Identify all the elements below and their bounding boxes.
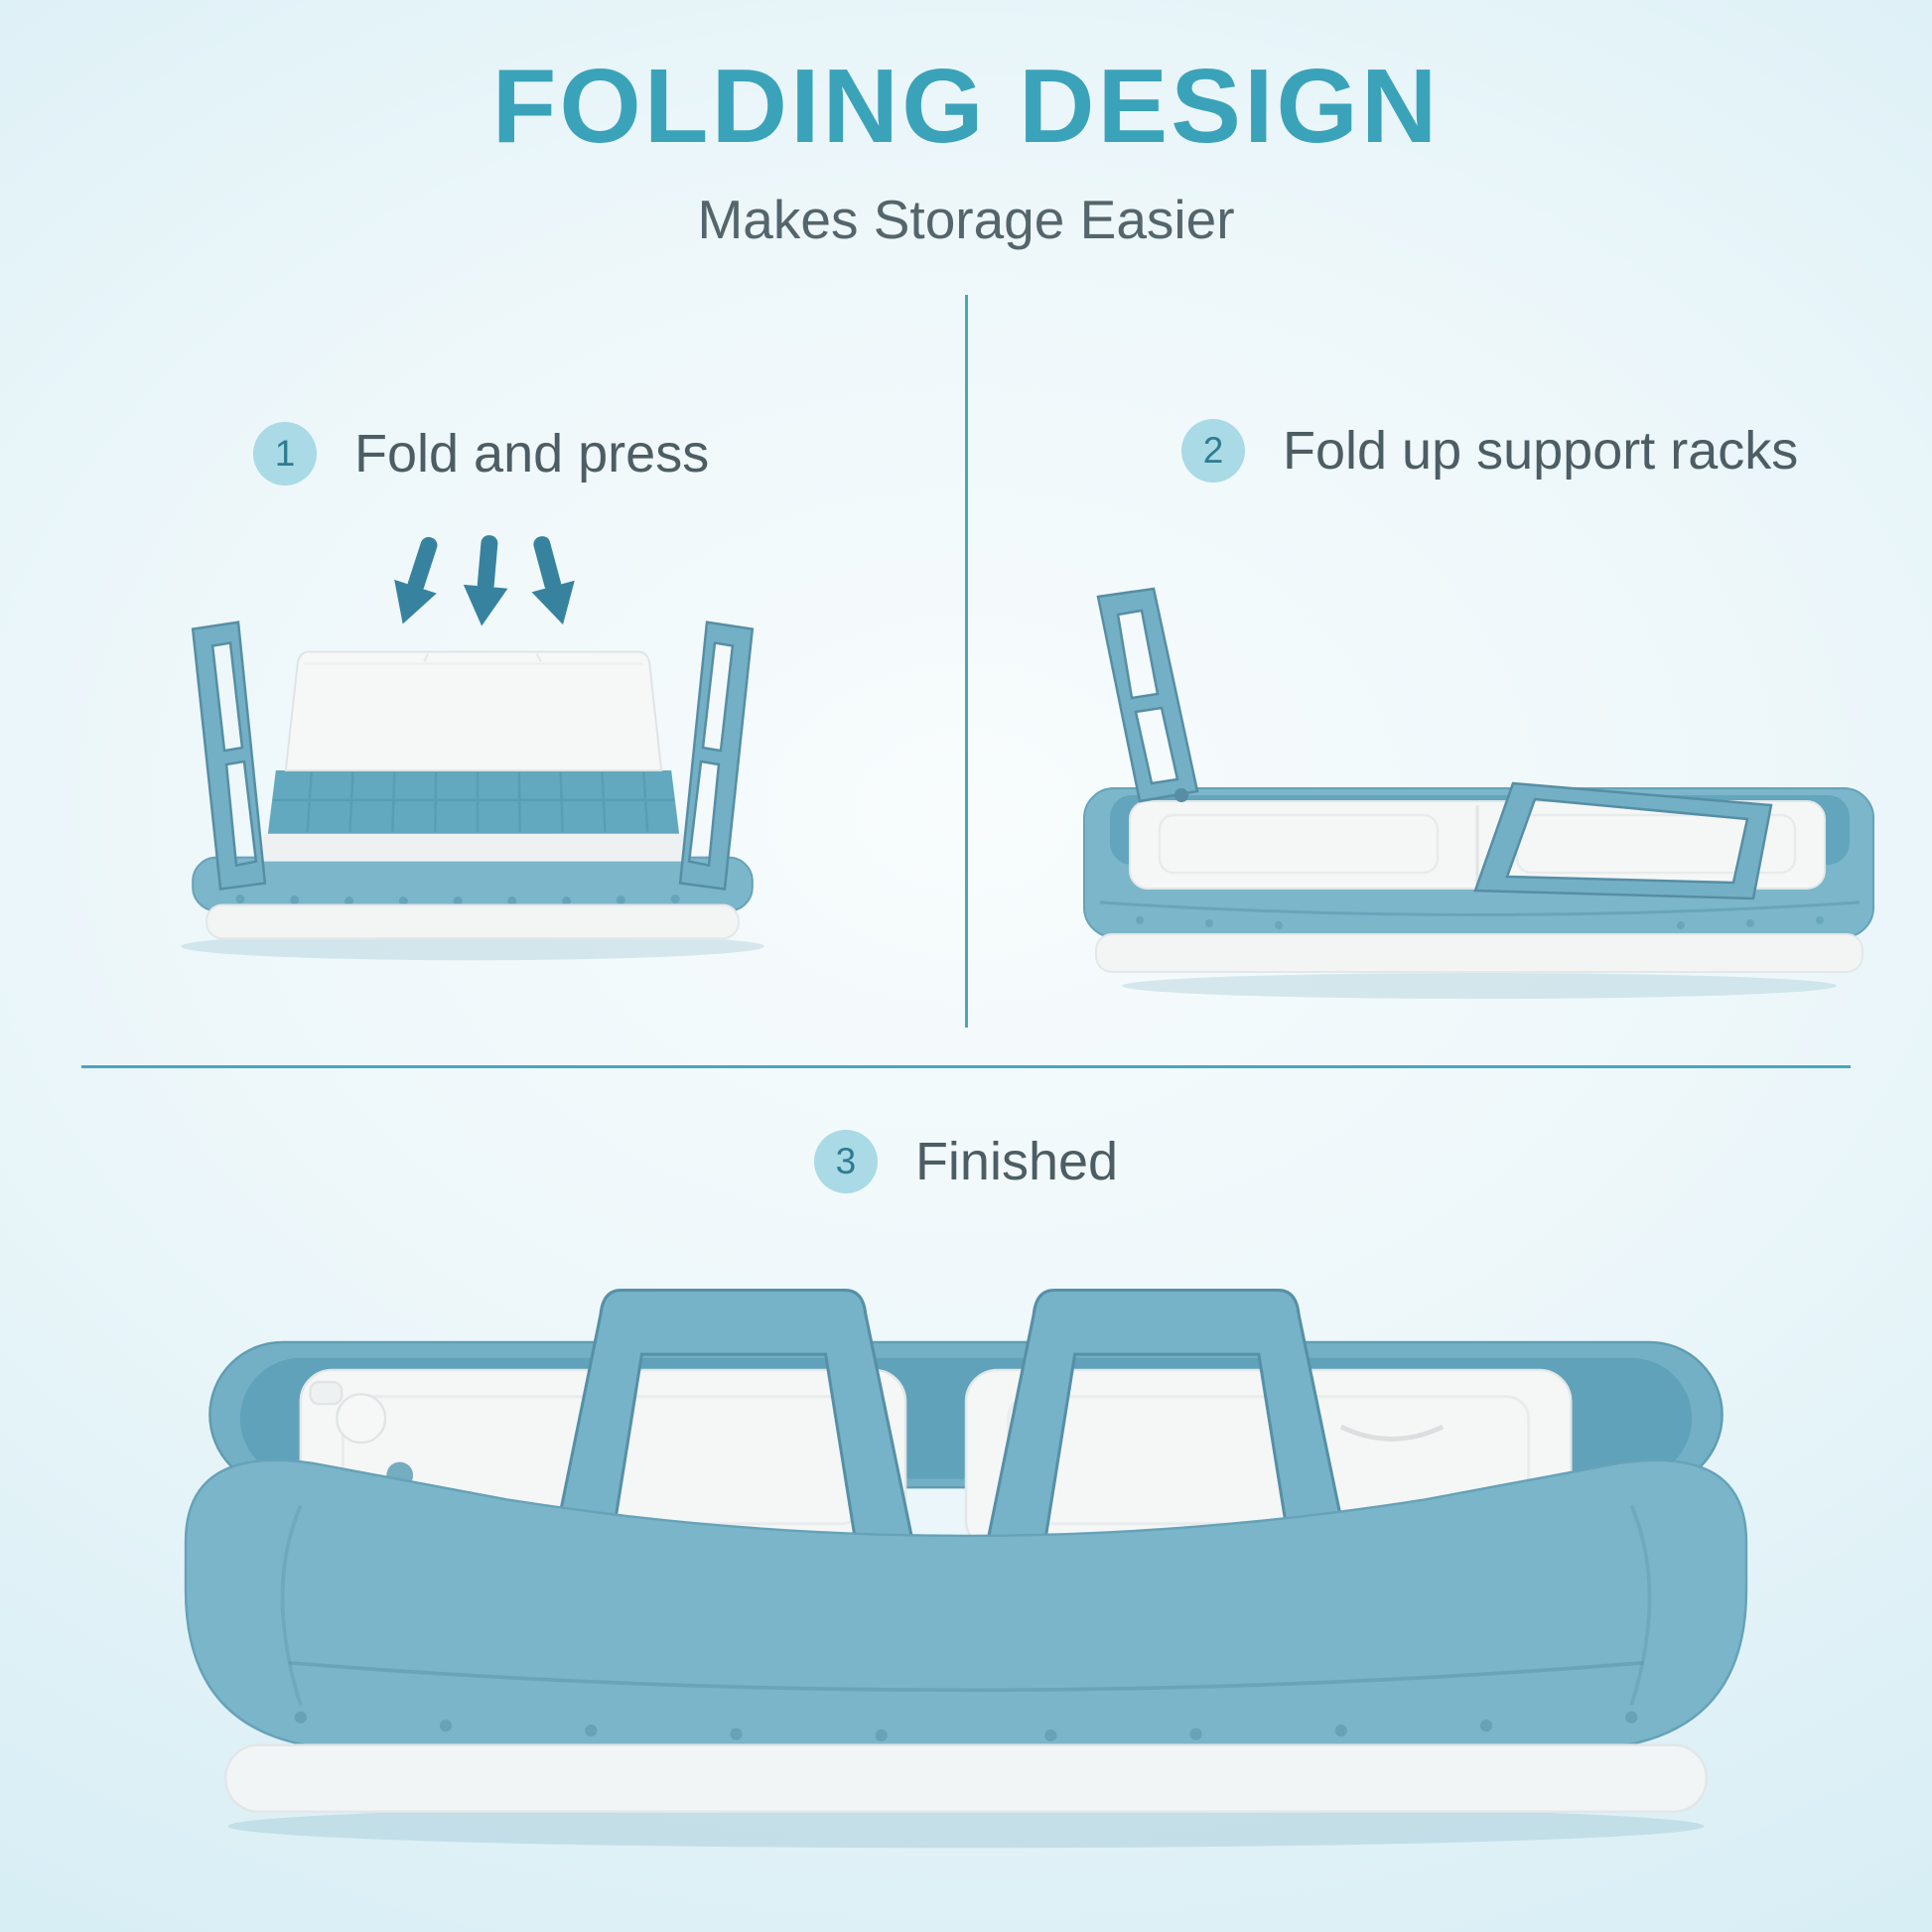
tub-lower-band bbox=[259, 834, 688, 862]
shadow bbox=[181, 932, 764, 961]
step-3-header: 3 Finished bbox=[813, 1130, 1119, 1194]
step-2-product-image bbox=[1083, 587, 1874, 1000]
tub-base bbox=[192, 856, 754, 912]
vertical-divider bbox=[965, 295, 968, 1029]
shadow bbox=[1122, 973, 1837, 1000]
tub-bottom-rim bbox=[1095, 933, 1863, 974]
step-3-label: Finished bbox=[914, 1132, 1119, 1192]
page-title: FOLDING DESIGN bbox=[491, 48, 1441, 165]
step-2-label: Fold up support racks bbox=[1283, 421, 1799, 482]
tub-bottom-rim bbox=[224, 1743, 1708, 1814]
tub-accordion-band bbox=[267, 770, 680, 835]
step-3-product-image bbox=[184, 1289, 1748, 1849]
step-1-header: 1 Fold and press bbox=[253, 422, 710, 486]
step-1-product-image bbox=[181, 535, 764, 961]
step-1-panel: 1 Fold and press bbox=[0, 295, 965, 1059]
collapsed-tub bbox=[1083, 787, 1874, 939]
page-subtitle: Makes Storage Easier bbox=[697, 189, 1235, 251]
steps-row: 1 Fold and press bbox=[0, 295, 1932, 1059]
left-support-rack bbox=[191, 621, 267, 892]
shadow bbox=[227, 1804, 1705, 1849]
step-2-badge: 2 bbox=[1181, 419, 1245, 483]
step-1-label: Fold and press bbox=[354, 424, 710, 484]
upright-support-rack bbox=[1096, 587, 1199, 803]
step-2-header: 2 Fold up support racks bbox=[1181, 419, 1798, 483]
header: FOLDING DESIGN Makes Storage Easier bbox=[0, 0, 1932, 251]
tub-top-box bbox=[284, 650, 663, 772]
rack-pivot bbox=[1174, 788, 1188, 803]
folded-support-rack bbox=[1473, 781, 1773, 900]
press-down-arrows-icon bbox=[394, 535, 575, 626]
step-2-panel: 2 Fold up support racks bbox=[969, 295, 1930, 1059]
step-1-badge: 1 bbox=[253, 422, 317, 486]
step-3-panel: 3 Finished bbox=[0, 1130, 1932, 1857]
right-support-rack bbox=[678, 621, 755, 892]
tub-bottom-rim bbox=[206, 903, 740, 940]
step-3-badge: 3 bbox=[813, 1130, 878, 1194]
horizontal-divider bbox=[81, 1065, 1851, 1069]
